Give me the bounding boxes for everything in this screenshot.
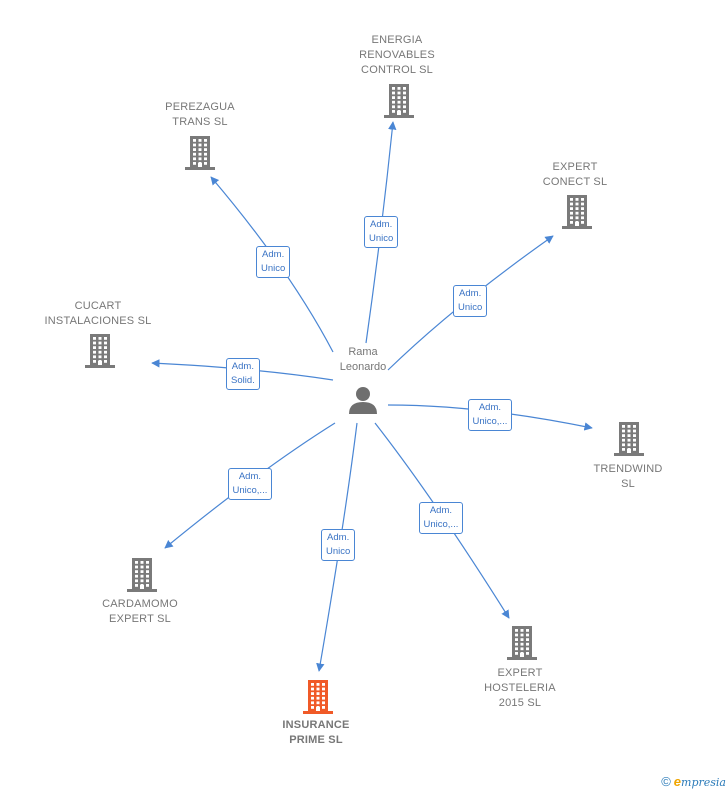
node-label-expert_conect[interactable]: EXPERT CONECT SL (542, 161, 608, 188)
node-cardamomo[interactable] (126, 558, 158, 597)
edge-label-cucart[interactable]: Adm. Solid. (226, 358, 260, 390)
node-expert_conect[interactable] (561, 195, 593, 234)
brand-logo-initial: e (673, 774, 682, 789)
node-label-energia[interactable]: ENERGIA RENOVABLES CONTROL SL (359, 33, 435, 76)
person-icon[interactable] (348, 385, 378, 415)
building-icon (127, 558, 157, 592)
edge-label-expert_hosteleria[interactable]: Adm. Unico,... (418, 502, 464, 534)
copyright-symbol: © (661, 774, 671, 789)
node-label-expert_hosteleria[interactable]: EXPERT HOSTELERIA 2015 SL (484, 666, 556, 709)
node-trendwind[interactable] (613, 422, 645, 461)
edge-label-energia[interactable]: Adm. Unico (364, 216, 399, 248)
node-label-insurance[interactable]: INSURANCE PRIME SL (282, 719, 350, 746)
node-insurance[interactable] (302, 680, 334, 719)
node-label-cucart[interactable]: CUCART INSTALACIONES SL (44, 300, 152, 327)
building-icon (303, 680, 333, 714)
footer-brand: © empresia (661, 774, 726, 789)
building-icon (384, 84, 414, 118)
building-icon (85, 334, 115, 368)
node-cucart[interactable] (84, 334, 116, 373)
edge-label-trendwind[interactable]: Adm. Unico,... (467, 399, 513, 431)
building-icon (562, 195, 592, 229)
node-perezagua[interactable] (184, 136, 216, 175)
node-expert_hosteleria[interactable] (506, 626, 538, 665)
node-label-perezagua[interactable]: PEREZAGUA TRANS SL (165, 101, 235, 128)
building-icon (507, 626, 537, 660)
node-label-trendwind[interactable]: TRENDWIND SL (593, 463, 663, 490)
edge-label-perezagua[interactable]: Adm. Unico (256, 246, 291, 278)
node-label-cardamomo[interactable]: CARDAMOMO EXPERT SL (102, 598, 178, 625)
node-energia[interactable] (383, 84, 415, 123)
edge-label-cardamomo[interactable]: Adm. Unico,... (227, 468, 273, 500)
edge-label-expert_conect[interactable]: Adm. Unico (453, 285, 488, 317)
edge-label-insurance[interactable]: Adm. Unico (321, 529, 356, 561)
person-name[interactable]: Rama Leonardo (339, 346, 387, 373)
building-icon (185, 136, 215, 170)
brand-logo-text: mpresia (681, 776, 726, 789)
building-icon (614, 422, 644, 456)
